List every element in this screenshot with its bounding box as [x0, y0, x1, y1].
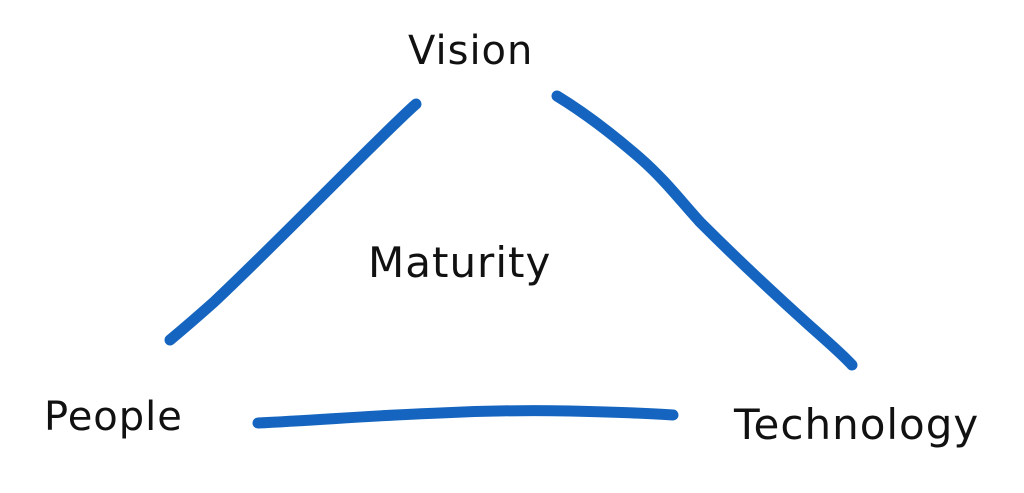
maturity-label: Maturity: [368, 238, 552, 287]
edge-people-technology: [252, 405, 679, 429]
edge-vision-people: [164, 98, 422, 346]
edge-vision-technology: [551, 90, 858, 371]
vision-label: Vision: [408, 28, 534, 74]
triangle-edges: [164, 90, 858, 429]
people-label: People: [44, 394, 183, 440]
technology-label: Technology: [734, 400, 980, 449]
